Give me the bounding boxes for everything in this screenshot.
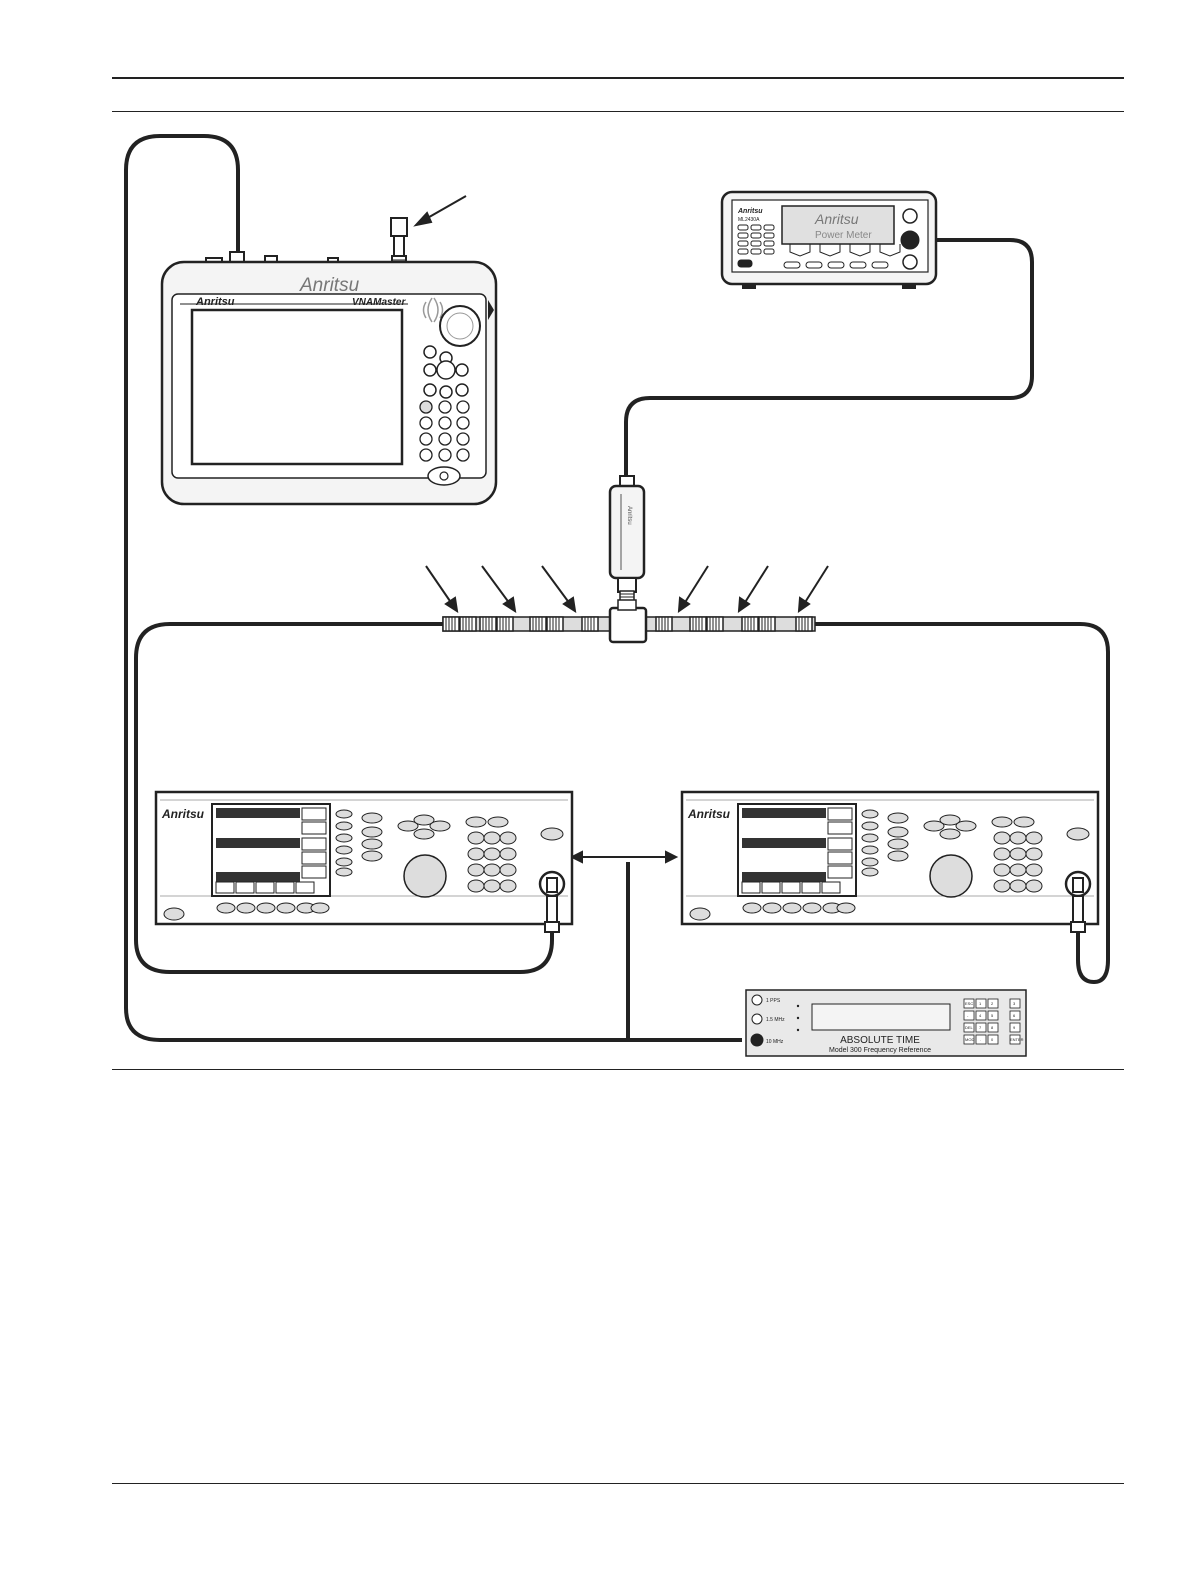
vna-port-adapter bbox=[391, 218, 407, 268]
ref-key-del: DEL bbox=[965, 1025, 974, 1030]
gen-link-arrow bbox=[572, 852, 676, 862]
signal-generator-right: Anritsu bbox=[682, 792, 1098, 932]
ref-subtitle: Model 300 Frequency Reference bbox=[829, 1047, 931, 1054]
ref-port-1pps: 1 PPS bbox=[766, 998, 781, 1004]
meter-screen-text: Power Meter bbox=[815, 230, 872, 241]
power-meter: Anritsu ML2430A Anritsu Power Meter bbox=[722, 192, 936, 289]
power-splitter-tee bbox=[610, 608, 646, 642]
power-button-icon bbox=[428, 467, 460, 485]
gen-left-brand: Anritsu bbox=[161, 807, 205, 821]
ref-key-dot: . bbox=[980, 1037, 981, 1042]
power-sensor: Anritsu bbox=[610, 476, 644, 607]
meter-screen-logo: Anritsu bbox=[814, 211, 859, 227]
vna-model-label: VNAMaster bbox=[352, 297, 406, 308]
vna-brand-logo: Anritsu bbox=[195, 296, 235, 308]
ref-key-enter: ENTER bbox=[1010, 1037, 1024, 1042]
frequency-reference: 1 PPS 1.5 MHz 10 MHz ABSOLUTE TIME Model… bbox=[746, 990, 1026, 1056]
adapter-chain bbox=[443, 600, 815, 642]
vna-master: Anritsu VNAMaster Anritsu bbox=[162, 218, 496, 504]
vna-rotary-knob bbox=[440, 306, 480, 346]
ref-title: ABSOLUTE TIME bbox=[840, 1035, 920, 1046]
meter-model-label: ML2430A bbox=[738, 217, 760, 223]
ref-port-10mhz: 10 MHz bbox=[766, 1039, 784, 1045]
sensor-brand-label: Anritsu bbox=[626, 506, 632, 525]
meter-brand-logo: Anritsu bbox=[737, 208, 763, 215]
vna-top-logo: Anritsu bbox=[299, 275, 360, 296]
gen-right-brand: Anritsu bbox=[687, 807, 731, 821]
ref-key-esc: ESC bbox=[965, 1001, 973, 1006]
ref-port-1-5mhz: 1.5 MHz bbox=[766, 1017, 785, 1023]
signal-generator-left: Anritsu bbox=[156, 792, 572, 932]
ref-key-mod: MOD bbox=[965, 1037, 974, 1042]
